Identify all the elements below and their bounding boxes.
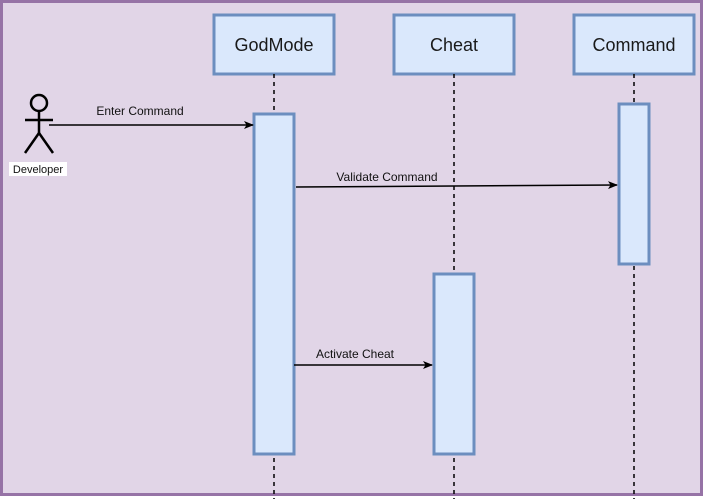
sequence-diagram: GodMode Cheat Command Developer Enter Co… [9, 13, 696, 499]
message-label: Activate Cheat [316, 347, 395, 361]
actor-left-leg [23, 132, 41, 154]
activation-bar-command[interactable] [617, 102, 651, 266]
message-validate-command[interactable]: Validate Command [295, 170, 618, 190]
message-enter-command[interactable]: Enter Command [49, 104, 254, 129]
lifeline-header-cheat[interactable] [392, 13, 516, 76]
activation-bar-cheat[interactable] [432, 272, 476, 456]
message-activate-cheat[interactable]: Activate Cheat [294, 347, 433, 369]
activation-bar-godmode[interactable] [252, 112, 296, 456]
lifeline-cheat: Cheat [392, 13, 516, 499]
lifeline-label-command: Command [592, 35, 675, 55]
lifeline-godmode: GodMode [212, 13, 336, 499]
message-label: Validate Command [336, 170, 437, 184]
lifeline-command: Command [572, 13, 696, 499]
lifeline-label-cheat: Cheat [430, 35, 478, 55]
actor-right-leg [37, 132, 55, 154]
actor-label-background [9, 162, 67, 176]
actor-developer[interactable] [23, 93, 55, 154]
lifeline-label-godmode: GodMode [234, 35, 313, 55]
actor-label-developer: Developer [13, 164, 63, 176]
message-arrow [295, 181, 618, 190]
message-label: Enter Command [96, 104, 183, 118]
actor-head [29, 93, 49, 113]
